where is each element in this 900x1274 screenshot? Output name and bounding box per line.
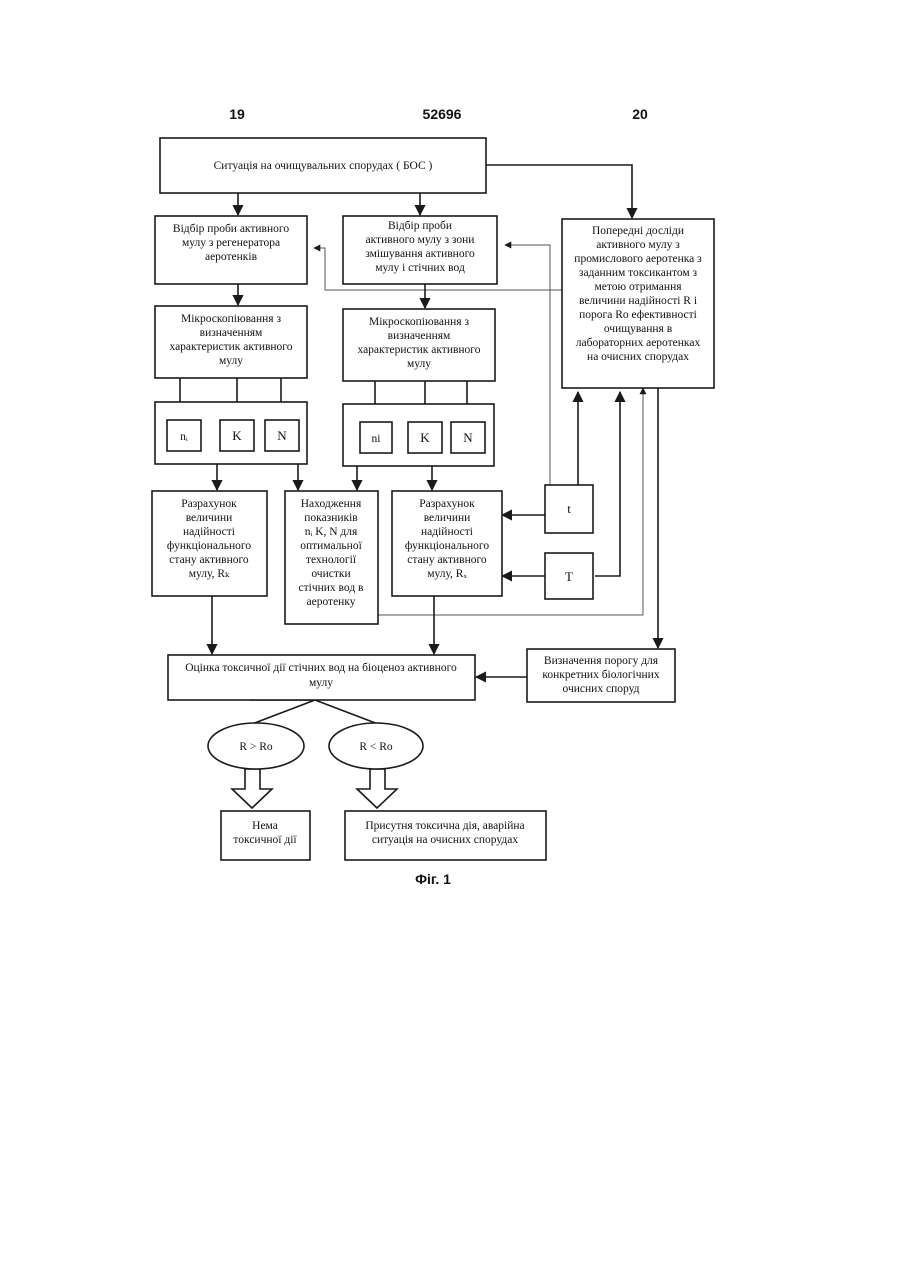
- node-sample-regenerator-line-3: аеротенків: [205, 251, 258, 263]
- node-find-indicators: Находження показників nᵢ K, N для оптима…: [285, 491, 378, 624]
- node-microscopy-1-line-3: характеристик активного: [169, 341, 292, 353]
- node-calc-reliability-x-line-3: надійності: [421, 526, 473, 538]
- node-assessment-line-1: Оцінка токсичної дії стічних вод на біоц…: [185, 662, 457, 674]
- node-calc-reliability-k-line-4: функціонального: [167, 540, 251, 552]
- node-sample-regenerator-line-1: Відбір проби активного: [173, 223, 289, 235]
- node-calc-reliability-k: Разрахунок величини надійності функціона…: [152, 491, 267, 596]
- node-calc-reliability-x-line-4: функціонального: [405, 540, 489, 552]
- node-assessment: Оцінка токсичної дії стічних вод на біоц…: [168, 655, 475, 700]
- node-condition-greater-label: R > Ro: [239, 741, 273, 753]
- param-n-2: ni: [372, 433, 381, 445]
- node-microscopy-1: Мікроскопіювання з визначенням характери…: [155, 306, 307, 378]
- node-preliminary-studies-line-1: Попередні досліди: [592, 225, 684, 237]
- node-sample-mixing-zone-line-3: змішування активного: [365, 248, 475, 260]
- node-find-indicators-line-2: показників: [304, 512, 358, 524]
- page-number-right: 20: [632, 106, 648, 122]
- node-microscopy-1-line-2: визначенням: [200, 327, 263, 339]
- patent-number: 52696: [423, 106, 462, 122]
- node-sample-regenerator: Відбір проби активного мулу з регенерато…: [155, 216, 307, 284]
- node-result-no-toxic-line-1: Нема: [252, 820, 278, 832]
- node-condition-greater: R > Ro: [208, 723, 304, 769]
- node-sample-regenerator-line-2: мулу з регенератора: [182, 237, 280, 249]
- node-time-t: t: [545, 485, 593, 533]
- page-number-left: 19: [229, 106, 245, 122]
- param-n-1: nᵢ: [180, 431, 188, 443]
- node-calc-reliability-k-line-3: надійності: [183, 526, 235, 538]
- node-time-t-label: t: [567, 501, 571, 516]
- node-calc-reliability-x: Разрахунок величини надійності функціона…: [392, 491, 502, 596]
- node-find-indicators-line-4: оптимальної: [300, 540, 362, 552]
- node-preliminary-studies-line-8: очищування в: [604, 323, 673, 335]
- node-preliminary-studies-line-4: заданним токсикантом з: [579, 267, 698, 279]
- node-parameters-2: ni K N: [343, 404, 494, 466]
- node-preliminary-studies: Попередні досліди активного мулу з проми…: [562, 219, 714, 388]
- node-condition-less-label: R < Ro: [359, 741, 393, 753]
- node-microscopy-2: Мікроскопіювання з визначенням характери…: [343, 309, 495, 381]
- node-preliminary-studies-line-3: промислового аеротенка з: [574, 253, 702, 265]
- node-preliminary-studies-line-6: величини надійності R і: [579, 295, 697, 307]
- node-threshold-line-3: очисних споруд: [563, 683, 640, 695]
- node-find-indicators-line-8: аеротенку: [306, 596, 355, 608]
- node-temperature-T-label: T: [565, 569, 573, 584]
- param-n-total-1: N: [277, 428, 287, 443]
- node-calc-reliability-k-line-5: стану активного: [169, 554, 249, 566]
- node-microscopy-2-line-1: Мікроскопіювання з: [369, 316, 469, 328]
- node-result-no-toxic-line-2: токсичної дії: [233, 834, 297, 846]
- node-preliminary-studies-line-5: метою отримання: [594, 281, 682, 293]
- node-microscopy-1-line-1: Мікроскопіювання з: [181, 313, 281, 325]
- node-microscopy-2-line-3: характеристик активного: [357, 344, 480, 356]
- node-threshold: Визначення порогу для конкретних біологі…: [527, 649, 675, 702]
- node-calc-reliability-k-line-6: мулу, Rₖ: [189, 568, 230, 580]
- node-microscopy-2-line-2: визначенням: [388, 330, 451, 342]
- node-find-indicators-line-5: технології: [306, 554, 357, 566]
- param-k-2: K: [420, 430, 430, 445]
- node-result-toxic-line-1: Присутня токсична дія, аварійна: [365, 820, 524, 832]
- param-n-total-2: N: [463, 430, 473, 445]
- node-situation-line-1: Ситуація на очищувальних спорудах ( БОС …: [214, 160, 433, 172]
- node-find-indicators-line-6: очистки: [311, 568, 350, 580]
- node-situation: Ситуація на очищувальних спорудах ( БОС …: [160, 138, 486, 193]
- node-find-indicators-line-3: nᵢ K, N для: [305, 526, 358, 538]
- node-find-indicators-line-7: стічних вод в: [299, 582, 365, 594]
- node-preliminary-studies-line-10: на очисних спорудах: [587, 351, 689, 363]
- node-sample-mixing-zone-line-1: Відбір проби: [388, 220, 452, 232]
- node-parameters-1: nᵢ K N: [155, 402, 307, 464]
- node-condition-less: R < Ro: [329, 723, 423, 769]
- node-sample-mixing-zone: Відбір проби активного мулу з зони змішу…: [343, 216, 497, 284]
- node-preliminary-studies-line-9: лабораторних аеротенках: [576, 337, 701, 349]
- node-calc-reliability-k-line-1: Разрахунок: [181, 498, 237, 510]
- node-calc-reliability-x-line-6: мулу, Rₓ: [427, 568, 467, 580]
- node-assessment-line-2: мулу: [309, 677, 333, 689]
- figure-caption: Фіг. 1: [415, 871, 451, 887]
- node-calc-reliability-x-line-2: величини: [424, 512, 471, 524]
- node-result-toxic-line-2: ситуація на очисних спорудах: [372, 834, 518, 846]
- param-k-1: K: [232, 428, 242, 443]
- node-calc-reliability-x-line-1: Разрахунок: [419, 498, 475, 510]
- node-preliminary-studies-line-7: порога Ro ефективності: [579, 309, 697, 321]
- node-threshold-line-1: Визначення порогу для: [544, 655, 659, 667]
- node-sample-mixing-zone-line-2: активного мулу з зони: [366, 234, 475, 246]
- node-temperature-T: T: [545, 553, 593, 599]
- node-result-no-toxic: Нема токсичної дії: [221, 811, 310, 860]
- node-microscopy-2-line-4: мулу: [407, 358, 431, 370]
- node-microscopy-1-line-4: мулу: [219, 355, 243, 367]
- node-calc-reliability-x-line-5: стану активного: [407, 554, 487, 566]
- node-preliminary-studies-line-2: активного мулу з: [596, 239, 680, 251]
- node-find-indicators-line-1: Находження: [301, 498, 362, 510]
- node-calc-reliability-k-line-2: величини: [186, 512, 233, 524]
- node-threshold-line-2: конкретних біологічних: [542, 669, 659, 681]
- node-result-toxic: Присутня токсична дія, аварійна ситуація…: [345, 811, 546, 860]
- node-sample-mixing-zone-line-4: мулу і стічних вод: [375, 262, 465, 274]
